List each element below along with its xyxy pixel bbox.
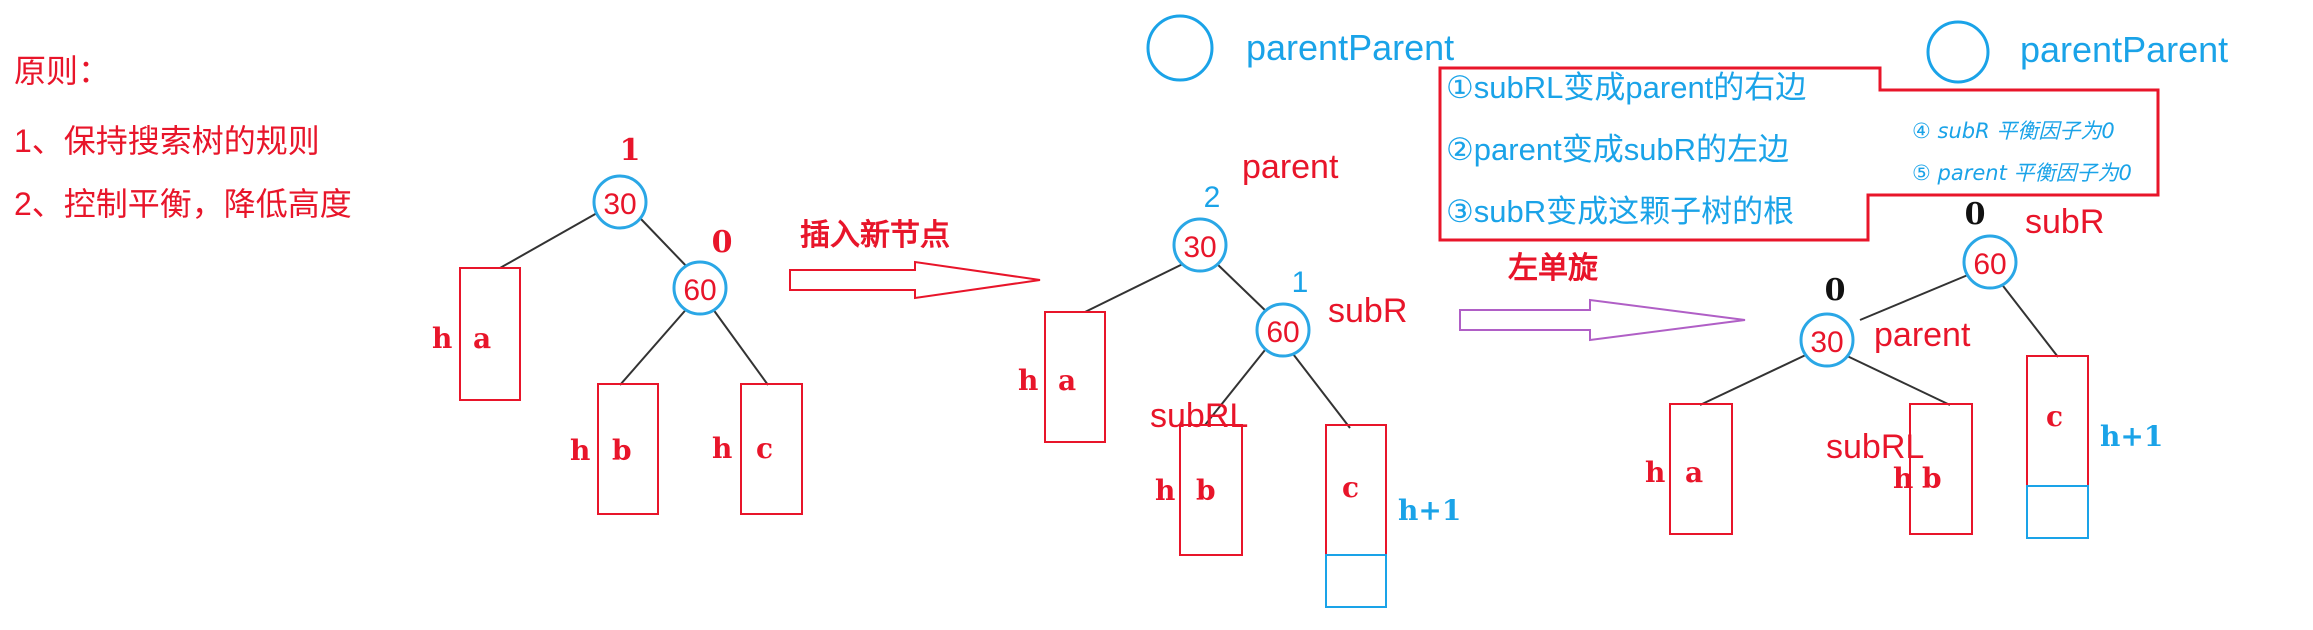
note-4: ④ subR 平衡因子为0 [1912, 119, 2115, 143]
subtree-label: b [1922, 462, 1942, 495]
parentParent-label: parentParent [1246, 27, 1454, 68]
subtree-height: h [1645, 456, 1665, 489]
subtree-label: c [2046, 400, 2063, 433]
edge [1699, 351, 1813, 406]
subRL-label: subRL [1150, 397, 1248, 435]
edge [709, 304, 769, 386]
balance-factor: 1 [1292, 266, 1309, 299]
edge [1084, 257, 1196, 313]
subtree-height: h+1 [1398, 494, 1461, 527]
tree-3: 60 0 subR 30 0 parent subRL h a h b c h+… [1645, 197, 2163, 539]
node-value: 60 [1973, 248, 2006, 281]
parent-label: parent [1874, 316, 1971, 354]
rotation-steps-box: ①subRL变成parent的右边 ②parent变成subR的左边 ③subR… [1438, 66, 2160, 242]
balance-factor: 0 [1825, 273, 1846, 308]
node-60 [672, 260, 728, 316]
steps-box-border [1438, 66, 2160, 242]
balance-factor: 1 [620, 133, 641, 168]
step-3: ③subR变成这颗子树的根 [1446, 194, 1794, 229]
rotate-arrow: 左单旋 [1459, 251, 1746, 342]
subtree-label: c [1342, 471, 1359, 504]
edge [1844, 354, 1951, 406]
subtree-height: h+1 [2100, 420, 2163, 453]
node-60 [1962, 234, 2018, 290]
node-30 [1799, 312, 1855, 368]
subtree-b-box [1909, 403, 1973, 535]
edge [1204, 349, 1266, 426]
new-node-height-box [2026, 485, 2089, 539]
subR-label: subR [2025, 203, 2104, 241]
insert-arrow: 插入新节点 [789, 218, 1041, 300]
node-60 [1255, 302, 1311, 358]
edge [639, 217, 691, 271]
arrow-right-icon [789, 260, 1041, 300]
balance-factor: 0 [712, 225, 733, 260]
node-value: 30 [603, 188, 636, 221]
subtree-height: h [1018, 364, 1038, 397]
node-30 [592, 174, 648, 230]
subtree-height: h [712, 432, 732, 465]
subtree-b-box [1179, 424, 1243, 556]
subtree-b-box [597, 383, 659, 515]
node-value: 60 [1266, 316, 1299, 349]
new-node-height-box [1325, 554, 1387, 608]
node-30 [1172, 217, 1228, 273]
note-5: ⑤ parent 平衡因子为0 [1912, 161, 2132, 185]
edge [1289, 349, 1351, 429]
tree-1: 30 1 60 0 h a h b h c [432, 133, 803, 515]
subtree-label: a [1685, 456, 1703, 489]
subtree-height: h [570, 434, 590, 467]
tree-2: parent 30 2 60 1 subR subRL h a h b c h+… [1018, 148, 1461, 608]
edge [1999, 281, 2059, 358]
subtree-label: b [1196, 474, 1216, 507]
subtree-a-box [1044, 311, 1106, 443]
balance-factor: 0 [1965, 197, 1986, 232]
node-value: 30 [1183, 231, 1216, 264]
parentParent-node [1146, 14, 1214, 82]
step-1: ①subRL变成parent的右边 [1446, 70, 1806, 105]
arrow-label: 左单旋 [1508, 251, 1598, 286]
arrow-label: 插入新节点 [800, 218, 950, 253]
subtree-label: c [756, 432, 773, 465]
node-value: 60 [683, 274, 716, 307]
edge [619, 304, 691, 386]
subtree-label: a [1058, 364, 1076, 397]
parent-label: parent [1242, 148, 1339, 186]
node-value: 30 [1810, 326, 1843, 359]
subtree-height: h [1155, 474, 1175, 507]
principle-rule-2: 2、控制平衡，降低高度 [14, 186, 352, 222]
subtree-label: a [473, 322, 491, 355]
principle-rule-1: 1、保持搜索树的规则 [14, 123, 320, 159]
subtree-height: h [1893, 462, 1913, 495]
subtree-c-box [740, 383, 803, 515]
edge [1214, 261, 1271, 316]
arrow-right-icon [1459, 298, 1746, 342]
parentParent-label: parentParent [2020, 29, 2228, 70]
subtree-a-box [459, 267, 521, 401]
subtree-height: h [432, 322, 452, 355]
principles-title: 原则： [14, 53, 110, 89]
subR-label: subR [1328, 292, 1407, 330]
step-2: ②parent变成subR的左边 [1446, 132, 1789, 167]
subtree-a-box [1669, 403, 1733, 535]
subRL-label: subRL [1826, 428, 1924, 466]
edge [1859, 271, 1976, 321]
balance-factor: 2 [1204, 181, 1221, 214]
parentParent-node [1926, 20, 1990, 84]
subtree-label: b [612, 434, 632, 467]
